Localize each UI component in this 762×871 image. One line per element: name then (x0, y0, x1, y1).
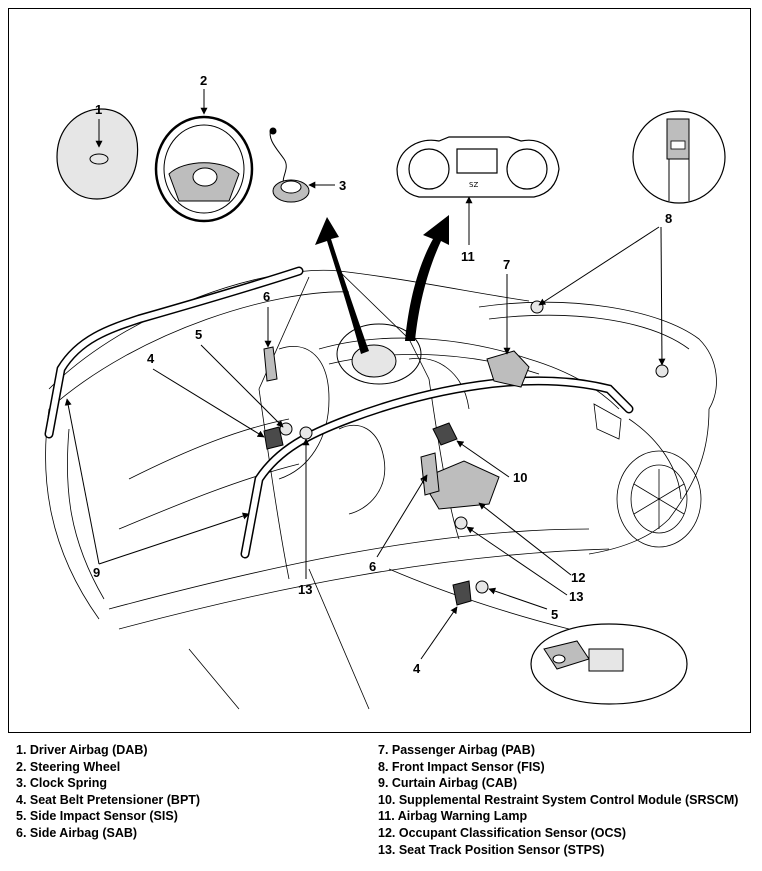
legend-item: 2. Steering Wheel (16, 759, 121, 774)
callout-1: 1 (95, 102, 102, 117)
callout-2: 2 (200, 73, 207, 88)
side-airbag-front (420, 452, 440, 496)
callout-8: 8 (665, 211, 672, 226)
legend-item: 13. Seat Track Position Sensor (STPS) (378, 842, 605, 857)
callout-13-left: 13 (298, 582, 312, 597)
callout-4-front: 4 (413, 661, 421, 676)
callout-13-right: 13 (569, 589, 583, 604)
front-impact-sensor-inset (632, 110, 726, 204)
legend-item: 9. Curtain Airbag (CAB) (378, 776, 518, 791)
callout-numbers: 1 2 3 11 8 7 6 5 4 9 13 10 6 12 13 5 4 (93, 73, 672, 676)
srs-component-diagram: SZ (44, 73, 726, 710)
legend-item: 11. Airbag Warning Lamp (378, 809, 528, 824)
legend-item: 7. Passenger Airbag (PAB) (378, 743, 535, 757)
callout-10: 10 (513, 470, 527, 485)
callout-5-front: 5 (551, 607, 558, 622)
callout-12: 12 (571, 570, 585, 585)
instrument-cluster: SZ (396, 136, 560, 198)
driver-airbag-module (56, 108, 139, 200)
leader-lines (64, 89, 666, 660)
callout-7: 7 (503, 257, 510, 272)
svg-text:SZ: SZ (469, 181, 478, 189)
callout-9: 9 (93, 565, 100, 580)
callout-6-front: 6 (369, 559, 376, 574)
arrow-to-steering-wheel (315, 217, 369, 354)
callout-3: 3 (339, 178, 346, 193)
callout-6-rear: 6 (263, 289, 270, 304)
legend-item: 12. Occupant Classification Sensor (OCS) (378, 825, 626, 840)
seat-belt-pretensioner-front (452, 580, 472, 606)
srscm-module (432, 422, 458, 446)
legend-item: 8. Front Impact Sensor (FIS) (378, 759, 545, 774)
occupant-classification-sensor (420, 460, 500, 510)
diagram-frame: SZ (8, 8, 751, 733)
seat-belt-pretensioner-rear (263, 426, 284, 450)
legend-item: 3. Clock Spring (16, 776, 107, 791)
steering-wheel (154, 115, 254, 223)
callout-11: 11 (461, 249, 475, 264)
legend-item: 5. Side Impact Sensor (SIS) (16, 809, 178, 824)
arrow-to-cluster (405, 215, 449, 341)
callout-5-rear: 5 (195, 327, 202, 342)
legend-item: 10. Supplemental Restraint System Contro… (378, 792, 739, 807)
clock-spring (269, 127, 310, 203)
legend-item: 1. Driver Airbag (DAB) (16, 743, 148, 757)
curtain-airbag-rear (44, 266, 304, 439)
legend-right-column: 7. Passenger Airbag (PAB) 8. Front Impac… (378, 742, 738, 858)
legend-left-column: 1. Driver Airbag (DAB) 2. Steering Wheel… (16, 742, 200, 842)
legend-item: 4. Seat Belt Pretensioner (BPT) (16, 792, 201, 807)
side-impact-sensor-inset (530, 623, 688, 705)
curtain-airbag-front (240, 376, 634, 559)
callout-4-rear: 4 (147, 351, 155, 366)
legend-item: 6. Side Airbag (SAB) (16, 825, 138, 840)
component-legend: 1. Driver Airbag (DAB) 2. Steering Wheel… (8, 742, 753, 867)
